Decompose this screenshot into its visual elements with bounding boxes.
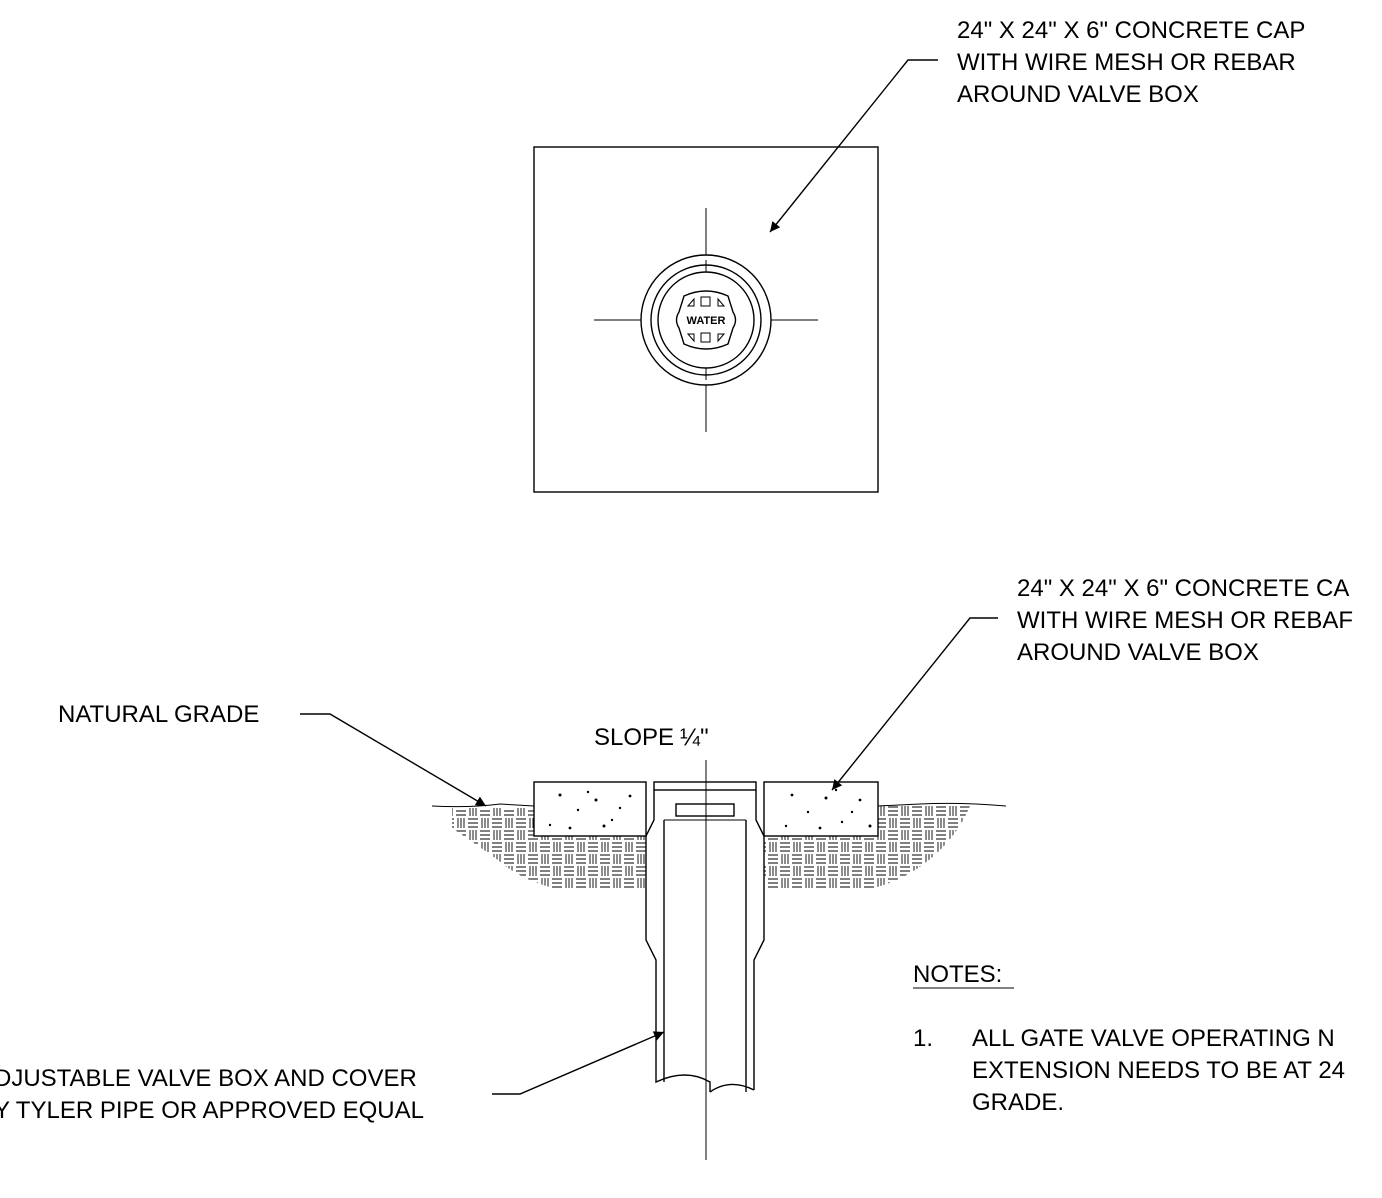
top-cap-leader <box>769 59 938 233</box>
valve-cover-plan: WATER <box>640 254 772 386</box>
notes-block: NOTES: 1. ALL GATE VALVE OPERATING N EXT… <box>913 961 1352 1116</box>
grade-line-left <box>431 803 535 808</box>
cover-label: WATER <box>687 315 726 327</box>
note-text: ALL GATE VALVE OPERATING N EXTENSION NEE… <box>972 1025 1352 1116</box>
valve-box-leader <box>492 1031 665 1095</box>
concrete-cap-plan-square <box>533 146 879 493</box>
natural-grade-callout: NATURAL GRADE <box>58 701 259 728</box>
valve-box-section <box>645 760 765 1160</box>
note-number: 1. <box>913 1025 933 1052</box>
top-cap-callout: 24" X 24" X 6" CONCRETE CAP WITH WIRE ME… <box>957 17 1312 108</box>
concrete-cap-left <box>533 781 647 837</box>
valve-box-callout: DJUSTABLE VALVE BOX AND COVER Y TYLER PI… <box>0 1065 424 1124</box>
soil-hatch-left <box>452 808 646 890</box>
section-cap-callout: 24" X 24" X 6" CONCRETE CA WITH WIRE MES… <box>1017 575 1360 666</box>
notes-heading: NOTES: <box>913 961 1002 988</box>
natural-grade-leader <box>300 713 487 807</box>
soil-hatch-right <box>764 806 970 890</box>
section-cap-leader <box>831 617 998 791</box>
grade-line-right <box>877 802 1007 807</box>
concrete-stipple <box>548 788 872 830</box>
plan-view: WATER 24" X 24" X 6" CONCRETE CAP WITH W… <box>533 17 1312 493</box>
concrete-cap-right <box>763 781 879 837</box>
